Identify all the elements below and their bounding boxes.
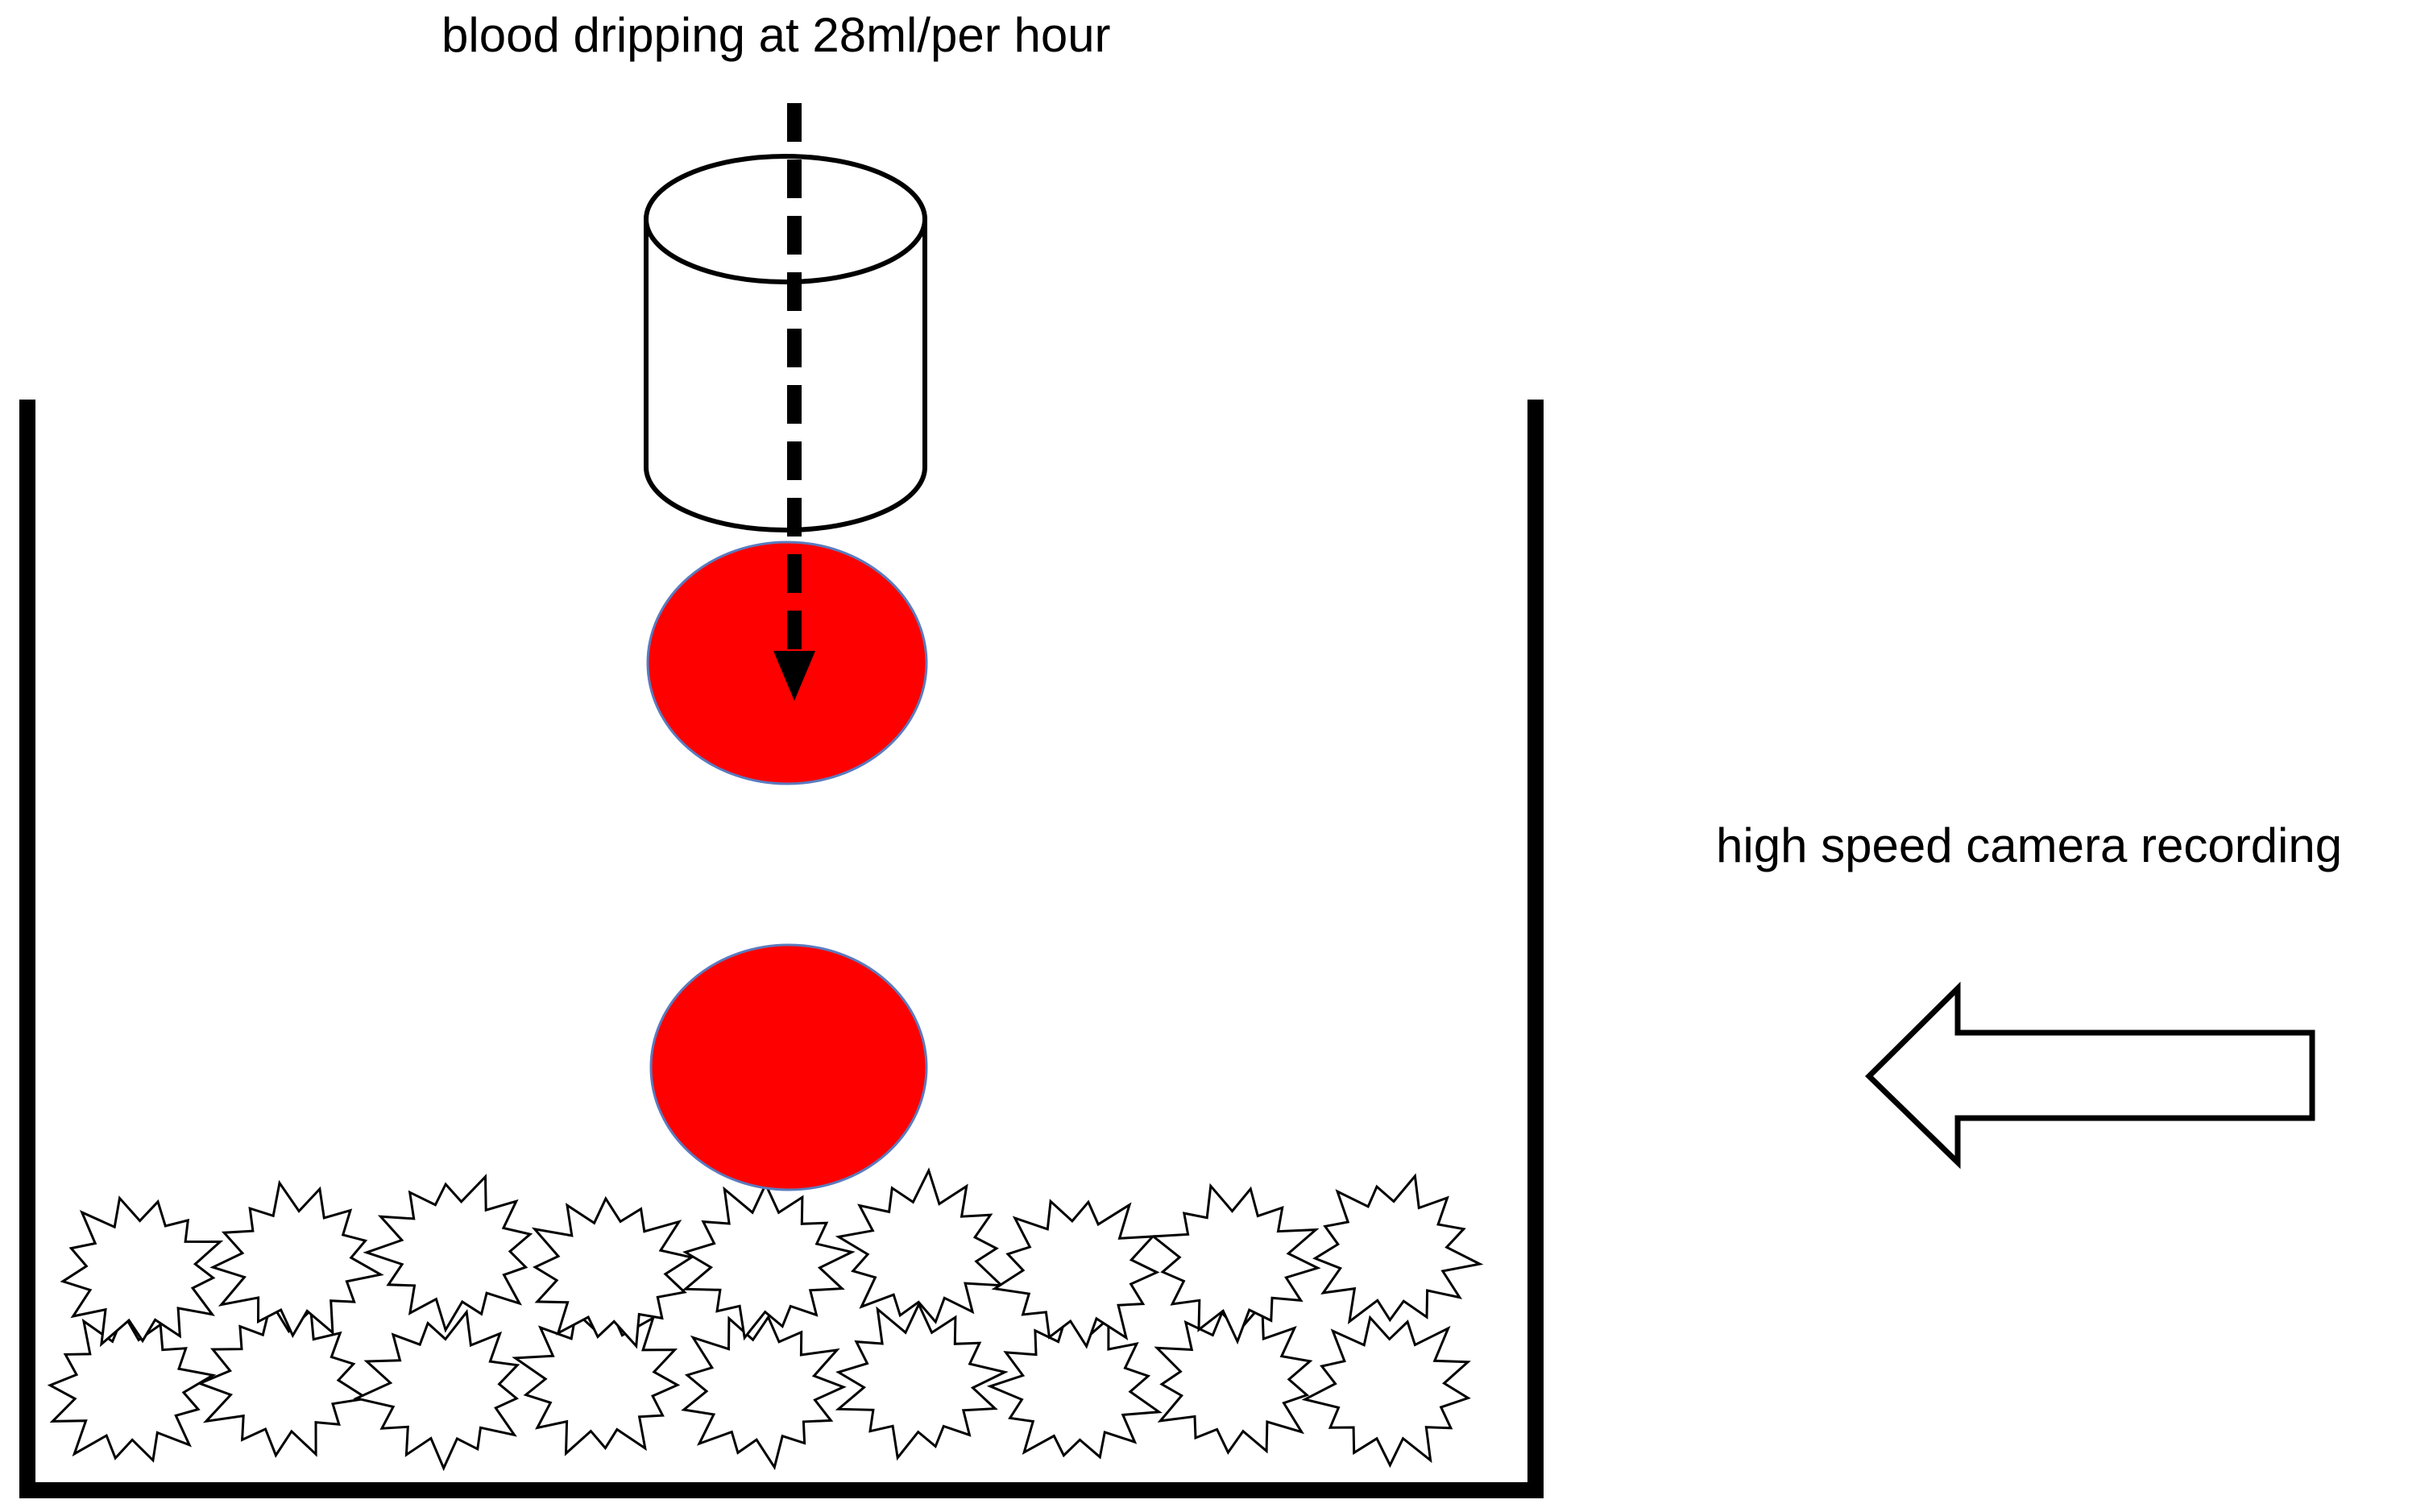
substrate-burst [682, 1181, 856, 1341]
substrate-burst [1150, 1183, 1321, 1345]
substrate-burst [352, 1309, 520, 1472]
blood-droplet-lower [649, 943, 928, 1191]
substrate-burst [60, 1195, 224, 1348]
left-arrow-icon [1865, 981, 2315, 1170]
substrate-burst [196, 1299, 371, 1458]
substrate-burst [986, 1305, 1163, 1460]
substrate-burst [363, 1174, 533, 1333]
substrate-burst [1312, 1173, 1484, 1325]
substrate-burst [681, 1315, 847, 1471]
substrate-burst [531, 1195, 695, 1349]
substrate-burst [47, 1311, 217, 1463]
substrate-burst [1301, 1315, 1471, 1469]
container [19, 400, 1544, 1498]
substrate-burst [835, 1301, 1009, 1461]
substrate-burst [991, 1199, 1160, 1349]
cylinder-nozzle [644, 154, 927, 532]
drip-path-arrow [773, 103, 815, 701]
substrate-burst [209, 1179, 384, 1339]
substrate-burst [835, 1167, 1005, 1324]
spiky-substrate [47, 1167, 1484, 1472]
camera-label: high speed camera recording [1716, 818, 2342, 872]
drip-rate-label: blood dripping at 28ml/per hour [441, 8, 1111, 62]
substrate-burst [1154, 1301, 1313, 1455]
